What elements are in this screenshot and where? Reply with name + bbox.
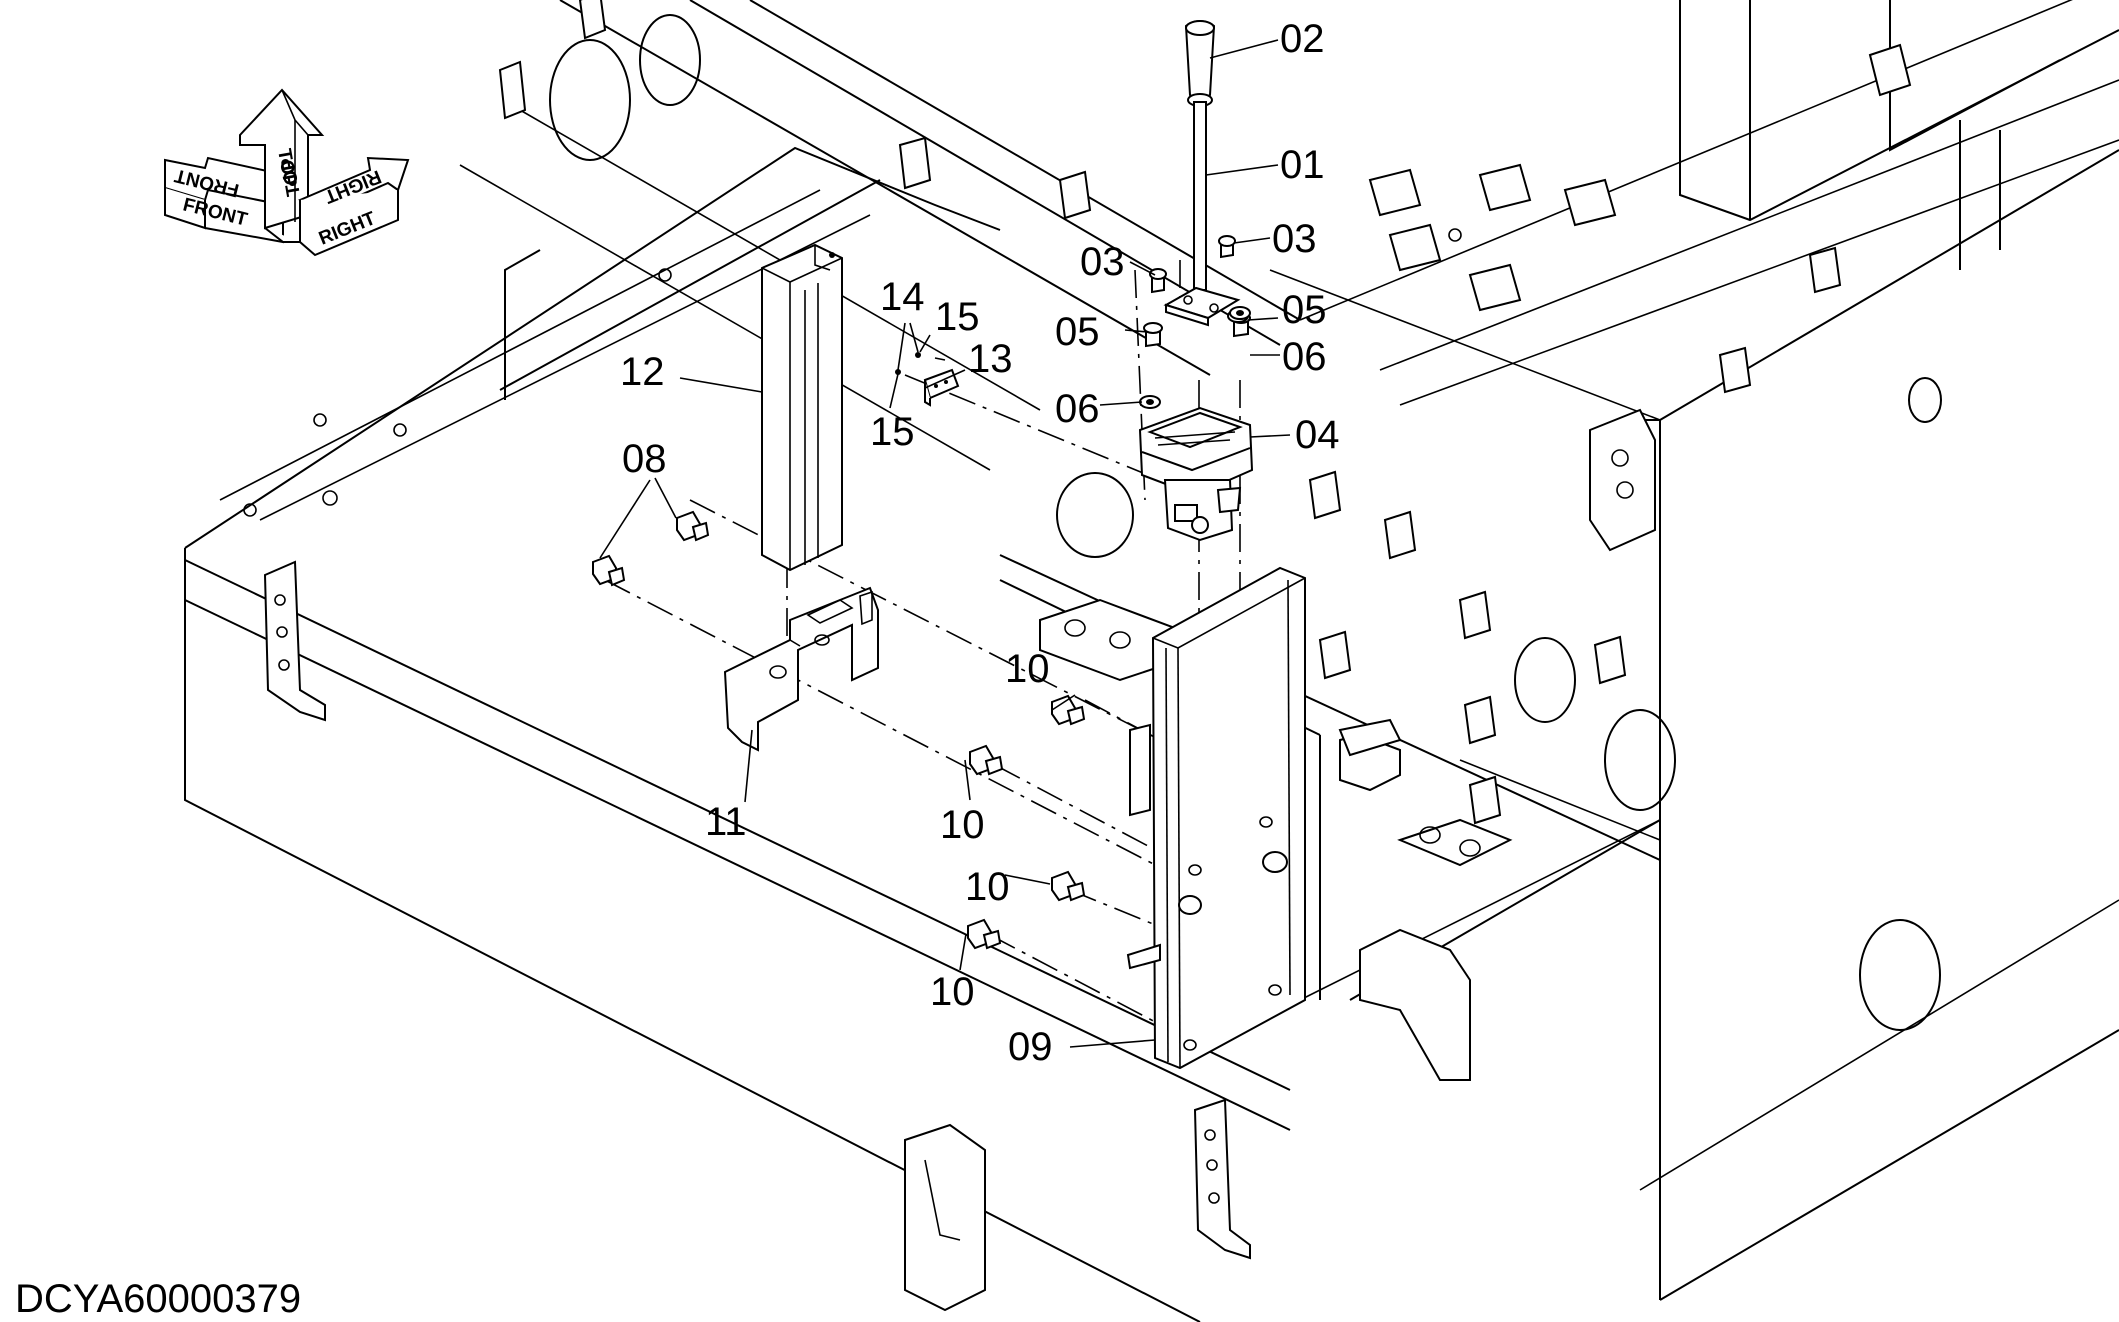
part-11-bracket [723,586,879,752]
part-10-bolts [967,694,1086,950]
callout-04: 04 [1295,413,1340,457]
part-02-knob [1184,20,1216,107]
callout-13: 13 [968,337,1013,381]
part-14-15-hardware [895,352,946,375]
leader-lines [599,39,1291,1048]
callout-02: 02 [1280,17,1325,61]
drawing-code: DCYA60000379 [15,1277,301,1321]
callout-labels: 02 01 03 03 05 05 06 06 04 14 15 13 15 1… [620,17,1340,1069]
callout-05-left: 05 [1055,310,1100,354]
callout-03-left: 03 [1080,240,1125,284]
part-01-lever [1163,101,1241,327]
part-09-plate [1126,566,1306,1070]
callout-11: 11 [705,800,747,844]
callout-06-left: 06 [1055,387,1100,431]
callout-10-d: 10 [930,970,975,1014]
part-03-bolts [1149,235,1236,294]
callout-09: 09 [1008,1025,1053,1069]
callout-10-b: 10 [940,803,985,847]
callout-15-bottom: 15 [870,410,915,454]
part-12-cover [761,243,843,572]
part-04-switch [1138,406,1254,542]
callout-08: 08 [622,437,667,481]
part-05-06-fasteners [1139,306,1251,409]
callout-10-c: 10 [965,865,1010,909]
part-08-bolts [592,510,710,587]
callout-10-a: 10 [1005,647,1050,691]
callout-12: 12 [620,350,665,394]
callout-01: 01 [1280,143,1325,187]
frame-clips [498,0,1912,825]
callout-14: 14 [880,275,925,319]
machine-frame [184,0,2119,1322]
callout-05-right: 05 [1282,288,1327,332]
callout-06-right: 06 [1282,335,1327,379]
callout-15-top: 15 [935,295,980,339]
orientation-arrows-icon: FRONT FRONT TOP TOP RIGHT RIGHT [164,88,410,257]
callout-03-right: 03 [1272,217,1317,261]
